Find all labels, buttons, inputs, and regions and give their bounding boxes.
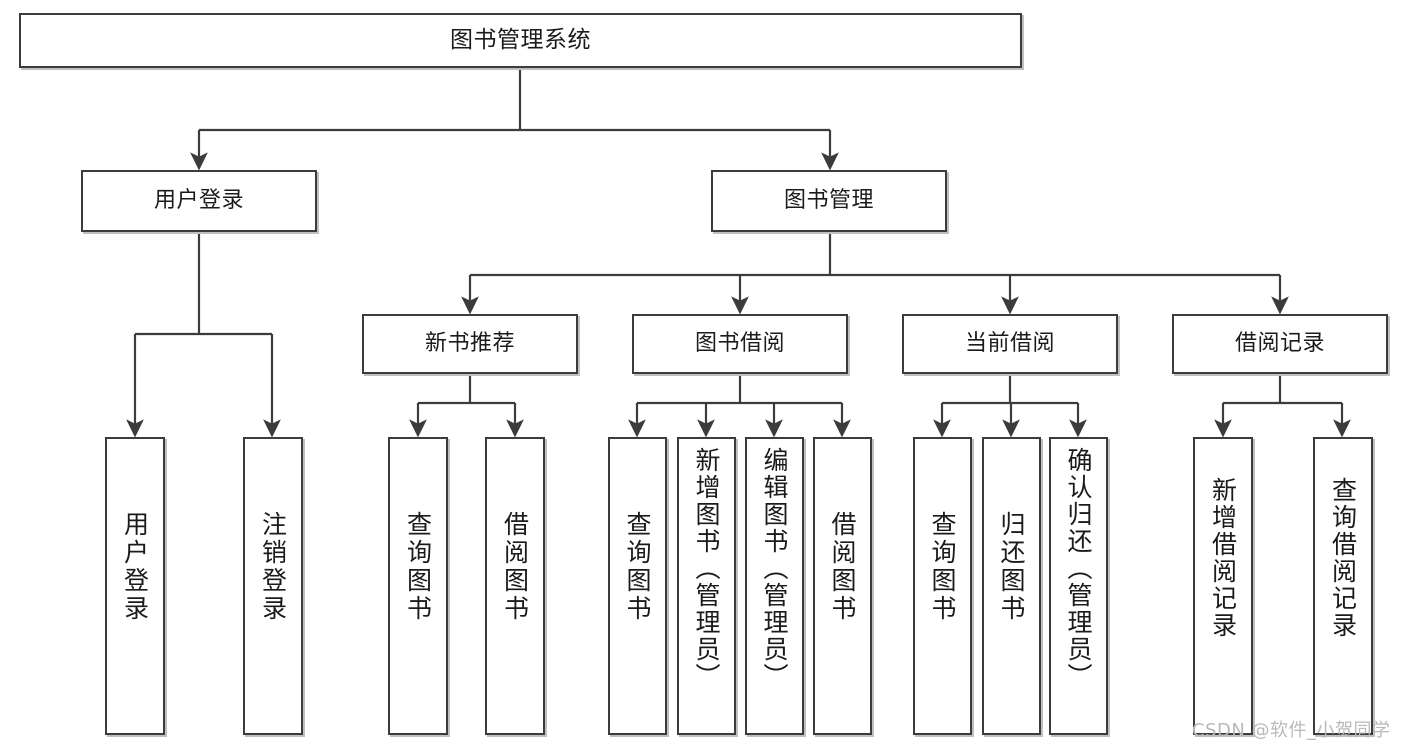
node-label: 新增借阅记录 xyxy=(1208,477,1238,639)
node-label: 用户登录 xyxy=(153,187,244,213)
node-new-book-recommendation[interactable]: 新书推荐 xyxy=(362,314,578,374)
node-user-login[interactable]: 用户登录 xyxy=(81,170,317,232)
leaf-borrow-book-borrow[interactable]: 借阅图书 xyxy=(813,437,872,735)
leaf-query-book-borrow[interactable]: 查询图书 xyxy=(608,437,667,735)
node-current-borrowing[interactable]: 当前借阅 xyxy=(902,314,1118,374)
node-label: 注销登录 xyxy=(258,511,288,623)
leaf-logout-login[interactable]: 注销登录 xyxy=(243,437,303,735)
leaf-query-borrow-record[interactable]: 查询借阅记录 xyxy=(1313,437,1373,735)
node-label: 图书管理 xyxy=(783,187,874,213)
node-label: 查询图书 xyxy=(623,511,652,623)
node-label: 图书借阅 xyxy=(694,330,785,356)
leaf-query-book-new-rec[interactable]: 查询图书 xyxy=(388,437,448,735)
node-label: 新增图书（管理员） xyxy=(692,447,721,690)
node-label: 归还图书 xyxy=(997,511,1026,623)
node-label: 借阅图书 xyxy=(828,511,857,623)
node-label: 查询图书 xyxy=(928,511,957,623)
leaf-add-book-admin[interactable]: 新增图书（管理员） xyxy=(677,437,736,735)
node-label: 当前借阅 xyxy=(964,330,1055,356)
leaf-edit-book-admin[interactable]: 编辑图书（管理员） xyxy=(745,437,804,735)
node-book-borrowing[interactable]: 图书借阅 xyxy=(632,314,848,374)
node-label: 查询借阅记录 xyxy=(1328,477,1358,639)
node-book-management[interactable]: 图书管理 xyxy=(711,170,947,232)
node-borrowing-record[interactable]: 借阅记录 xyxy=(1172,314,1388,374)
leaf-query-book-current[interactable]: 查询图书 xyxy=(913,437,972,735)
node-label: 借阅图书 xyxy=(500,511,530,623)
node-label: 借阅记录 xyxy=(1234,330,1325,356)
leaf-return-book[interactable]: 归还图书 xyxy=(982,437,1041,735)
node-label: 新书推荐 xyxy=(424,330,515,356)
leaf-add-borrow-record[interactable]: 新增借阅记录 xyxy=(1193,437,1253,735)
csdn-watermark: CSDN @软件_小贺同学 xyxy=(1192,720,1391,741)
node-label: 确认归还（管理员） xyxy=(1064,447,1093,690)
node-label: 用户登录 xyxy=(120,511,150,623)
leaf-borrow-book-new-rec[interactable]: 借阅图书 xyxy=(485,437,545,735)
leaf-confirm-return-admin[interactable]: 确认归还（管理员） xyxy=(1049,437,1108,735)
node-label: 编辑图书（管理员） xyxy=(760,447,789,690)
leaf-user-login[interactable]: 用户登录 xyxy=(105,437,165,735)
node-label: 查询图书 xyxy=(403,511,433,623)
node-label: 图书管理系统 xyxy=(450,26,591,53)
node-book-management-system[interactable]: 图书管理系统 xyxy=(19,13,1022,68)
